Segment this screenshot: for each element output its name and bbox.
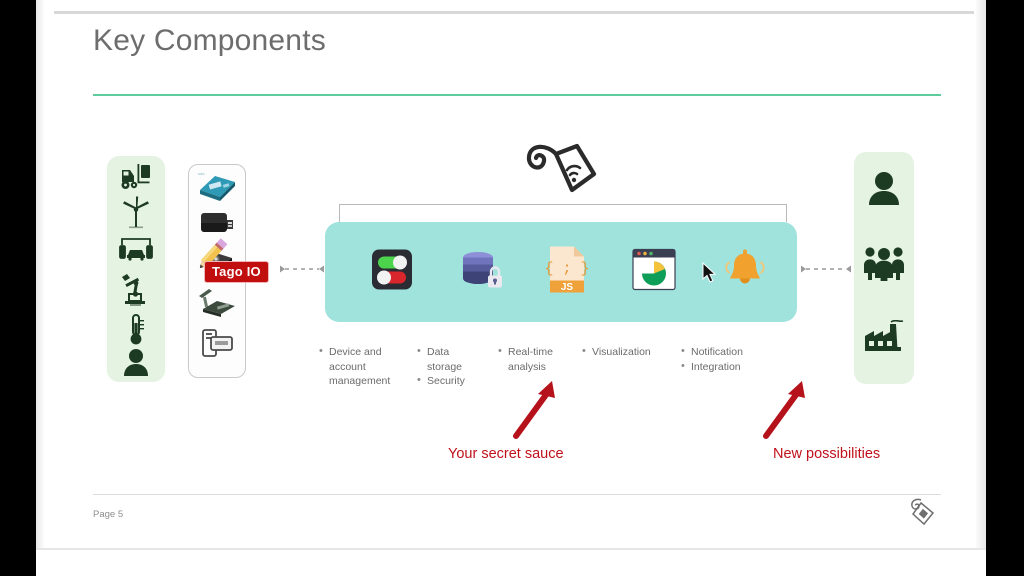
platform-panel: { ; } JS: [325, 222, 797, 322]
feature-group-visualization: Visualization: [582, 344, 660, 360]
red-arrow-new-possibilities: [756, 378, 816, 445]
database-lock-icon: [457, 247, 505, 298]
person-icon: [122, 347, 150, 377]
title-underline: [93, 94, 941, 96]
single-user-icon: [867, 170, 901, 206]
letterbox-left: [0, 0, 36, 576]
dashed-arrow-right: [800, 262, 852, 281]
letterbox-right: [986, 0, 1024, 576]
forklift-icon: [119, 162, 153, 192]
slide-edge-right: [976, 0, 986, 576]
page-title: Key Components: [93, 24, 326, 57]
feature-item-cont: account: [329, 360, 366, 373]
mouse-pointer-icon: [702, 261, 718, 289]
feature-item: Notification: [681, 344, 761, 360]
data-sources-column: [107, 156, 165, 382]
robot-arm-icon: [118, 270, 154, 308]
tago-io-badge[interactable]: Tago IO: [205, 262, 268, 282]
svg-text:{ ; }: { ; }: [545, 261, 589, 278]
annotation-secret-sauce: Your secret sauce: [448, 446, 564, 462]
bell-icon: [720, 247, 770, 298]
consumers-column: [854, 152, 914, 384]
footer-divider: [93, 494, 941, 495]
feature-group-notification: Notification Integration: [681, 344, 761, 375]
feature-group-storage: Data storage Security: [417, 344, 483, 389]
page-number: Page 5: [93, 509, 124, 520]
feature-item-cont: analysis: [508, 360, 546, 373]
toggles-icon: [369, 247, 415, 298]
feature-item-cont: storage: [427, 360, 463, 373]
slide-edge-left: [36, 0, 44, 576]
feature-item: Real-time: [498, 344, 564, 360]
platform-bracket: [339, 204, 787, 222]
feature-item: Data: [417, 344, 483, 360]
thermometer-icon: [126, 313, 146, 347]
factory-icon: [862, 320, 906, 354]
feature-item-cont: management: [329, 375, 391, 387]
tag-diamond-logo-icon: [908, 497, 938, 532]
feature-item: Security: [417, 373, 483, 389]
wind-turbine-icon: [120, 196, 152, 230]
feature-item: Visualization: [582, 344, 660, 360]
slide-bottom-strip: [36, 550, 986, 576]
slide-bottom-line: [36, 548, 986, 550]
vehicle-scanner-icon: [118, 235, 154, 263]
feature-group-management: Device and account management: [319, 344, 403, 389]
rfid-tag-wifi-icon: [520, 128, 604, 211]
card-reader-icon: [198, 327, 236, 366]
dashboard-piechart-icon: [630, 248, 678, 297]
obd-dongle-icon: [196, 208, 238, 245]
js-script-icon: { ; } JS: [544, 245, 590, 300]
slide-top-rule: [54, 11, 974, 14]
presentation-slide: Key Components: [36, 0, 986, 576]
feature-item: Device and: [319, 344, 403, 360]
red-arrow-secret-sauce: [506, 378, 566, 445]
svg-text:sda: sda: [198, 171, 205, 176]
annotation-new-possibilities: New possibilities: [773, 446, 881, 462]
dev-board-icon: sda: [195, 170, 239, 209]
svg-text:JS: JS: [561, 282, 574, 293]
feature-item: Integration: [681, 359, 761, 375]
group-users-icon: [862, 245, 906, 281]
dashed-arrow-left: [279, 262, 325, 281]
antenna-gateway-icon: [195, 285, 239, 324]
feature-group-analysis: Real-time analysis: [498, 344, 564, 374]
